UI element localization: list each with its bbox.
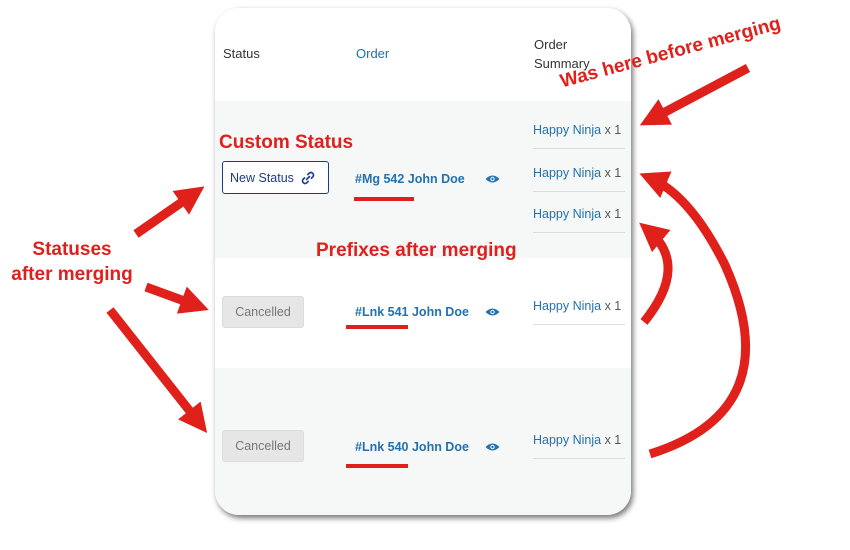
annotation-statuses-line2: after merging — [11, 264, 133, 285]
status-label: New Status — [230, 170, 294, 185]
arrow-was-here — [639, 64, 751, 126]
product-qty: x 1 — [604, 166, 622, 180]
product-link[interactable]: Happy Ninja — [533, 299, 602, 313]
annotation-prefixes: Prefixes after merging — [316, 240, 517, 261]
product-link[interactable]: Happy Ninja — [533, 123, 602, 137]
product-qty: x 1 — [604, 299, 622, 313]
product-qty: x 1 — [604, 123, 622, 137]
status-badge-new[interactable]: New Status — [222, 161, 329, 194]
eye-icon[interactable] — [485, 307, 500, 317]
order-link[interactable]: #Mg 542 John Doe — [355, 172, 465, 186]
product-link[interactable]: Happy Ninja — [533, 166, 602, 180]
product-link[interactable]: Happy Ninja — [533, 207, 602, 221]
eye-icon[interactable] — [485, 174, 500, 184]
order-link[interactable]: #Lnk 541 John Doe — [355, 305, 469, 319]
column-header-status[interactable]: Status — [223, 46, 260, 61]
status-badge-cancelled[interactable]: Cancelled — [222, 296, 304, 328]
column-header-order-summary: Order Summary — [534, 37, 590, 71]
status-badge-cancelled[interactable]: Cancelled — [222, 430, 304, 462]
annotation-statuses: Statuses after merging — [8, 237, 136, 287]
prefix-underline — [346, 464, 408, 468]
summary-item: Happy Ninja x 1 — [533, 206, 625, 233]
annotation-custom-status: Custom Status — [219, 132, 354, 153]
prefix-underline — [354, 197, 414, 201]
summary-item: Happy Ninja x 1 — [533, 165, 625, 192]
annotation-statuses-line1: Statuses — [32, 239, 112, 260]
product-qty: x 1 — [604, 207, 622, 221]
eye-icon[interactable] — [485, 442, 500, 452]
summary-item: Happy Ninja x 1 — [533, 298, 625, 325]
arrow-merge-541 — [639, 222, 673, 325]
prefix-underline — [346, 325, 408, 329]
order-link[interactable]: #Lnk 540 John Doe — [355, 440, 469, 454]
table-header: Status Order Order Summary — [215, 8, 631, 102]
column-header-order[interactable]: Order — [356, 46, 390, 61]
product-qty: x 1 — [604, 433, 622, 447]
link-icon — [301, 171, 315, 184]
arrow-to-new-status — [133, 186, 205, 238]
arrow-to-cancelled-1 — [144, 282, 209, 314]
summary-item: Happy Ninja x 1 — [533, 122, 625, 149]
product-link[interactable]: Happy Ninja — [533, 433, 602, 447]
arrow-merge-540 — [639, 171, 751, 459]
arrow-to-cancelled-2 — [106, 307, 208, 434]
summary-item: Happy Ninja x 1 — [533, 432, 625, 459]
